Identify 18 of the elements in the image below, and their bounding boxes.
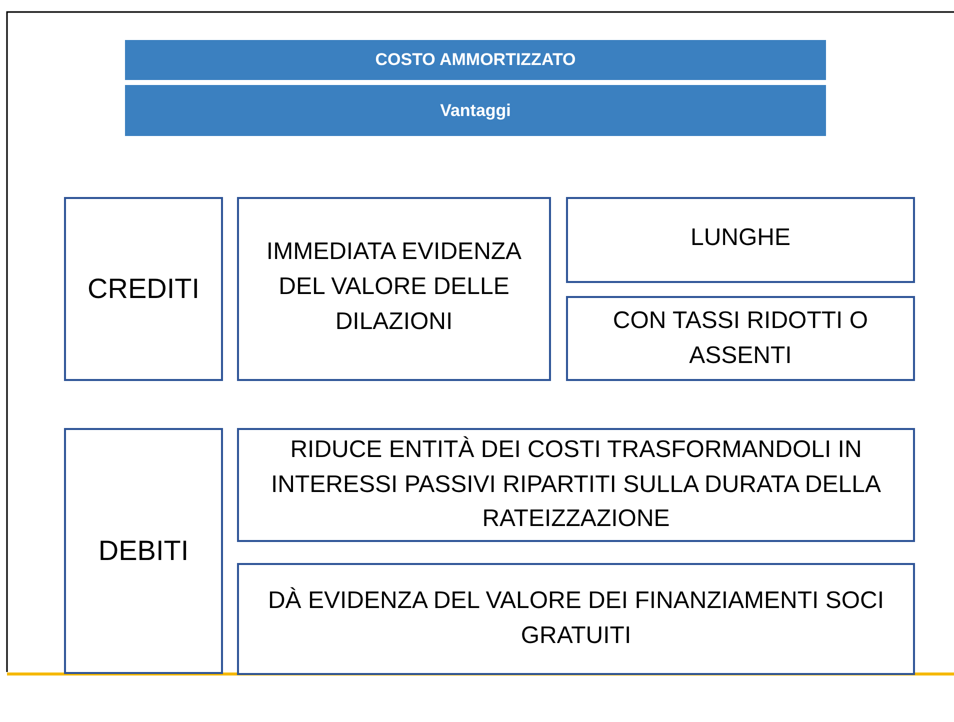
category-box (64, 428, 223, 674)
text-box (566, 296, 915, 381)
text-box (237, 197, 551, 381)
box-text: RIDUCE ENTITÀ DEI COSTI TRASFORMANDOLI IN INTERESSI PASSIVI RIPARTITI SULLA DURATA DELLA RATEIZZAZIONE (270, 434, 882, 534)
box-text: IMMEDIATA EVIDENZA DEL VALORE DELLE DILAZIONI (265, 237, 523, 337)
subtitle-bar (125, 85, 826, 136)
box-text: CREDITI (88, 272, 200, 306)
box-text: CON TASSI RIDOTTI O ASSENTI (612, 306, 870, 370)
text-box (566, 197, 915, 283)
text-box (237, 428, 915, 542)
category-box (64, 197, 223, 381)
box-text: DÀ EVIDENZA DEL VALORE DEI FINANZIAMENTI SOCI GRATUITI (266, 586, 886, 651)
title-bar (125, 40, 826, 80)
box-text: LUNGHE (690, 223, 791, 253)
box-text: DEBITI (98, 534, 189, 568)
heading: COSTO AMMORTIZZATO (375, 50, 576, 70)
heading: Vantaggi (440, 100, 511, 120)
text-box (237, 563, 915, 675)
